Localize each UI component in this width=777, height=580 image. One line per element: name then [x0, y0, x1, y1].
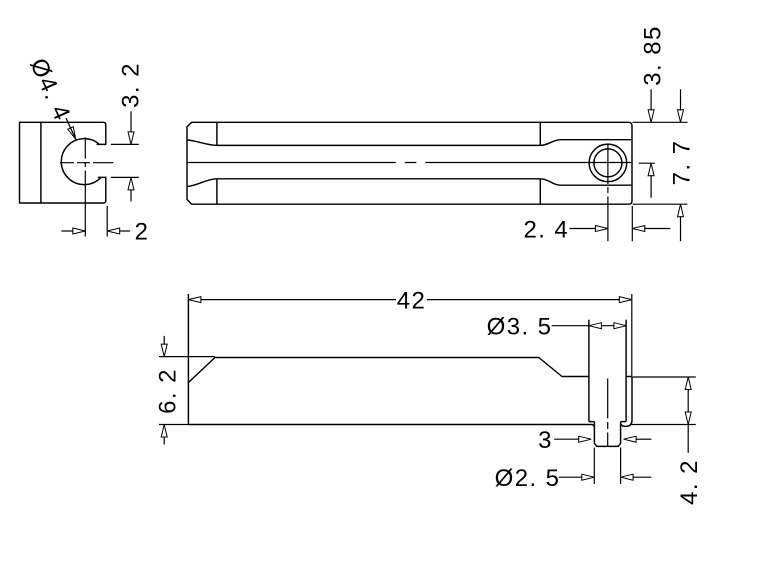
svg-text:3. 85: 3. 85	[639, 25, 666, 85]
svg-text:3: 3	[538, 427, 553, 454]
svg-text:Ø2. 5: Ø2. 5	[495, 465, 561, 492]
svg-text:42: 42	[397, 287, 427, 314]
svg-text:7. 7: 7. 7	[668, 140, 695, 186]
svg-text:6. 2: 6. 2	[154, 368, 181, 414]
svg-text:Ø3. 5: Ø3. 5	[487, 314, 553, 341]
svg-text:2. 4: 2. 4	[523, 216, 569, 243]
svg-text:2: 2	[135, 219, 150, 246]
svg-text:3. 2: 3. 2	[117, 62, 144, 108]
svg-text:4. 2: 4. 2	[676, 459, 703, 505]
